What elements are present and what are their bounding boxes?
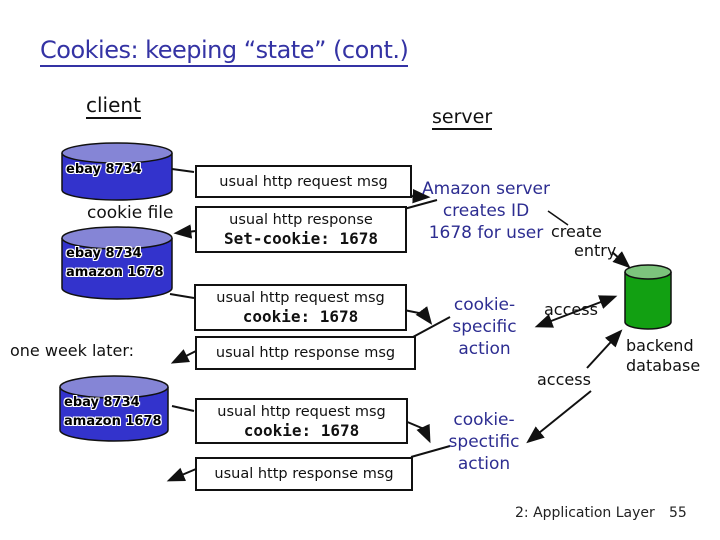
msg-text: usual http request msg bbox=[219, 173, 388, 190]
msg-box-response-1: usual http response Set-cookie: 1678 bbox=[195, 206, 407, 253]
cookie-file-entries-2: ebay 8734 amazon 1678 bbox=[66, 244, 164, 282]
note-line: entry bbox=[574, 241, 617, 260]
line-cyl3-to-request3 bbox=[171, 405, 195, 412]
note-line: create bbox=[551, 222, 602, 241]
note-line: specific bbox=[452, 317, 517, 337]
line-cyl2-to-request2 bbox=[169, 293, 195, 299]
msg-text: usual http response bbox=[229, 212, 373, 228]
cookie-entry-text: ebay 8734 bbox=[66, 162, 142, 177]
line-cyl1-to-request1 bbox=[171, 168, 195, 173]
note-line: 1678 for user bbox=[428, 223, 544, 243]
line-server-to-response3 bbox=[410, 445, 451, 458]
arrow-access-lower-to-action bbox=[526, 390, 592, 444]
arrow-access-lower-to-db bbox=[586, 329, 623, 369]
amazon-server-note: Amazon server creates ID 1678 for user bbox=[411, 178, 561, 244]
msg-text: usual http response msg bbox=[215, 345, 396, 361]
note-line: action bbox=[457, 454, 511, 474]
create-entry-label: create entry bbox=[551, 222, 616, 260]
backend-database-label: backend database bbox=[626, 336, 700, 376]
one-week-later-label: one week later: bbox=[10, 341, 135, 360]
access-label-lower: access bbox=[537, 370, 591, 389]
arrow-request2-to-server bbox=[403, 306, 433, 325]
arrow-response2-to-client bbox=[170, 349, 197, 364]
cookie-specific-action-note: cookie- specific action bbox=[437, 294, 532, 360]
cookie-entry-text: ebay 8734 bbox=[64, 395, 140, 410]
cookie-entry-text: ebay 8734 bbox=[66, 246, 142, 261]
msg-box-request-3: usual http request msg cookie: 1678 bbox=[195, 398, 408, 444]
arrow-access-upper bbox=[534, 295, 618, 328]
client-heading: client bbox=[86, 93, 141, 119]
note-line: spectific bbox=[448, 432, 520, 452]
arrow-response1-to-client bbox=[173, 224, 197, 239]
line-createsid-to-createentry bbox=[547, 210, 569, 226]
client-cookie-cylinder-2 bbox=[61, 226, 173, 300]
cookie-spectific-action-note: cookie- spectific action bbox=[434, 409, 534, 475]
cookie-entry-text: amazon 1678 bbox=[66, 265, 164, 280]
cookie-file-entry: ebay 8734 bbox=[66, 160, 142, 179]
line-server-to-response1 bbox=[403, 199, 438, 210]
backend-database-cylinder bbox=[624, 264, 672, 330]
note-line: Amazon server bbox=[422, 179, 550, 199]
arrow-response3-to-client bbox=[166, 467, 197, 482]
msg-text: usual http response msg bbox=[214, 466, 394, 482]
note-line: action bbox=[458, 339, 511, 359]
msg-box-response-3: usual http response msg bbox=[195, 457, 413, 491]
note-line: database bbox=[626, 356, 701, 375]
footer-section-label: 2: Application Layer bbox=[515, 505, 655, 521]
msg-cookie-header: cookie: 1678 bbox=[243, 420, 360, 440]
note-line: creates ID bbox=[442, 201, 530, 221]
line-server-to-response2 bbox=[412, 316, 451, 338]
msg-cookie-header: Set-cookie: 1678 bbox=[223, 229, 379, 248]
msg-cookie-header: cookie: 1678 bbox=[242, 307, 359, 326]
access-label-upper: access bbox=[544, 300, 598, 319]
msg-box-request-1: usual http request msg bbox=[195, 165, 412, 198]
note-line: cookie- bbox=[453, 295, 516, 315]
client-cookie-cylinder-1 bbox=[61, 142, 173, 201]
cookie-file-label: cookie file bbox=[87, 203, 174, 223]
msg-box-response-2: usual http response msg bbox=[195, 336, 416, 370]
cookie-file-entries-3: ebay 8734 amazon 1678 bbox=[64, 393, 162, 431]
cookie-entry-text: amazon 1678 bbox=[64, 414, 162, 429]
client-cookie-cylinder-3 bbox=[59, 375, 169, 442]
arrow-createentry-to-db bbox=[611, 251, 631, 269]
server-heading: server bbox=[432, 106, 493, 130]
msg-text: usual http request msg bbox=[216, 290, 385, 306]
note-line: cookie- bbox=[453, 410, 515, 430]
footer-page-number: 55 bbox=[669, 505, 687, 521]
msg-box-request-2: usual http request msg cookie: 1678 bbox=[194, 284, 407, 331]
arrow-request3-to-server bbox=[404, 420, 431, 444]
slide-title: Cookies: keeping “state” (cont.) bbox=[40, 36, 409, 67]
note-line: backend bbox=[626, 336, 694, 355]
msg-text: usual http request msg bbox=[217, 403, 386, 420]
